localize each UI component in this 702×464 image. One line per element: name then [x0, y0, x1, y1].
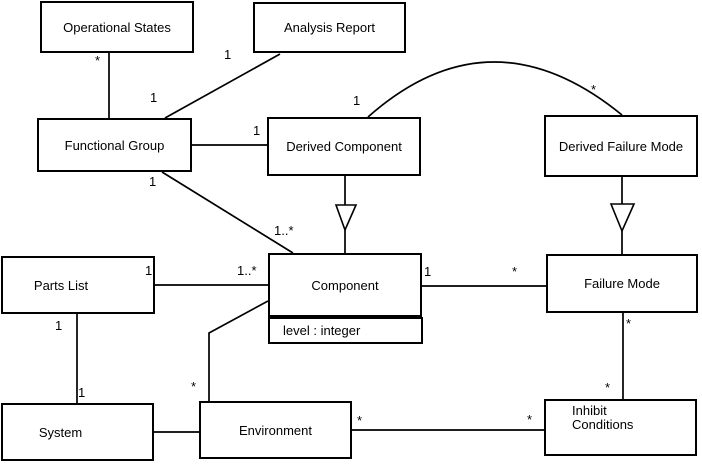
multiplicity-inhibit-from-failure-mode-star: * [605, 380, 611, 395]
multiplicity-component-from-parts-list-many: 1..* [237, 263, 257, 278]
class-name-label: Analysis Report [283, 20, 376, 35]
assoc-component-environment [208, 300, 269, 401]
generalization-triangle-icon [609, 203, 636, 234]
class-operational-states: Operational States [40, 1, 194, 53]
class-name-line1: Inhibit [572, 403, 607, 418]
class-analysis-report: Analysis Report [253, 2, 406, 53]
class-name-label: Failure Mode [584, 276, 660, 291]
class-name-label: Component [311, 277, 379, 293]
assoc-derived-component-derived-failure-mode-arc [367, 61, 623, 118]
generalization-triangle-icon [334, 204, 358, 233]
assoc-functional-group-analysis-report [164, 53, 281, 119]
class-derived-failure-mode: Derived Failure Mode [544, 115, 698, 177]
class-name-label: Functional Group [64, 137, 165, 153]
multiplicity-failure-mode-from-component-star: * [512, 264, 518, 279]
assoc-functional-group-component [161, 171, 294, 254]
multiplicity-derived-component-one: 1 [253, 123, 261, 138]
class-failure-mode: Failure Mode [546, 254, 698, 313]
multiplicity-functional-group-report-one: 1 [150, 90, 158, 105]
multiplicity-component-from-functional-group-many: 1..* [274, 223, 294, 238]
multiplicity-environment-from-component-star: * [191, 379, 197, 394]
class-name-label: Inhibit Conditions [572, 404, 633, 432]
class-name-label: System [38, 424, 83, 440]
class-functional-group: Functional Group [37, 118, 192, 172]
class-name-label: Derived Component [286, 139, 402, 154]
multiplicity-parts-list-to-system-one: 1 [55, 318, 63, 333]
class-derived-component: Derived Component [267, 117, 421, 176]
attribute-label: level : integer [283, 323, 361, 338]
class-component-attribute-compartment: level : integer [268, 317, 423, 344]
multiplicity-operational-states-star: * [95, 53, 101, 68]
multiplicity-failure-mode-to-inhibit-star: * [626, 316, 632, 331]
class-name-label: Environment [239, 422, 312, 438]
class-component: Component [268, 253, 422, 317]
multiplicity-system-one: 1 [78, 385, 86, 400]
multiplicity-functional-group-component-one: 1 [149, 174, 157, 189]
multiplicity-derived-failure-mode-arc-star: * [591, 82, 597, 97]
multiplicity-derived-component-arc-one: 1 [353, 93, 361, 108]
multiplicity-inhibit-from-environment-star: * [527, 412, 533, 427]
multiplicity-analysis-report-one: 1 [224, 47, 232, 62]
class-inhibit-conditions: Inhibit Conditions [544, 399, 697, 456]
class-name-label: Derived Failure Mode [558, 138, 684, 154]
class-system: System [1, 403, 154, 461]
multiplicity-parts-list-one: 1 [145, 263, 153, 278]
class-name-line2: Conditions [572, 417, 634, 432]
multiplicity-component-to-failure-mode-one: 1 [424, 264, 432, 279]
class-parts-list: Parts List [1, 256, 155, 314]
class-environment: Environment [199, 401, 352, 459]
class-name-label: Parts List [33, 277, 89, 293]
multiplicity-environment-to-inhibit-star: * [357, 413, 363, 428]
class-name-label: Operational States [63, 19, 171, 35]
